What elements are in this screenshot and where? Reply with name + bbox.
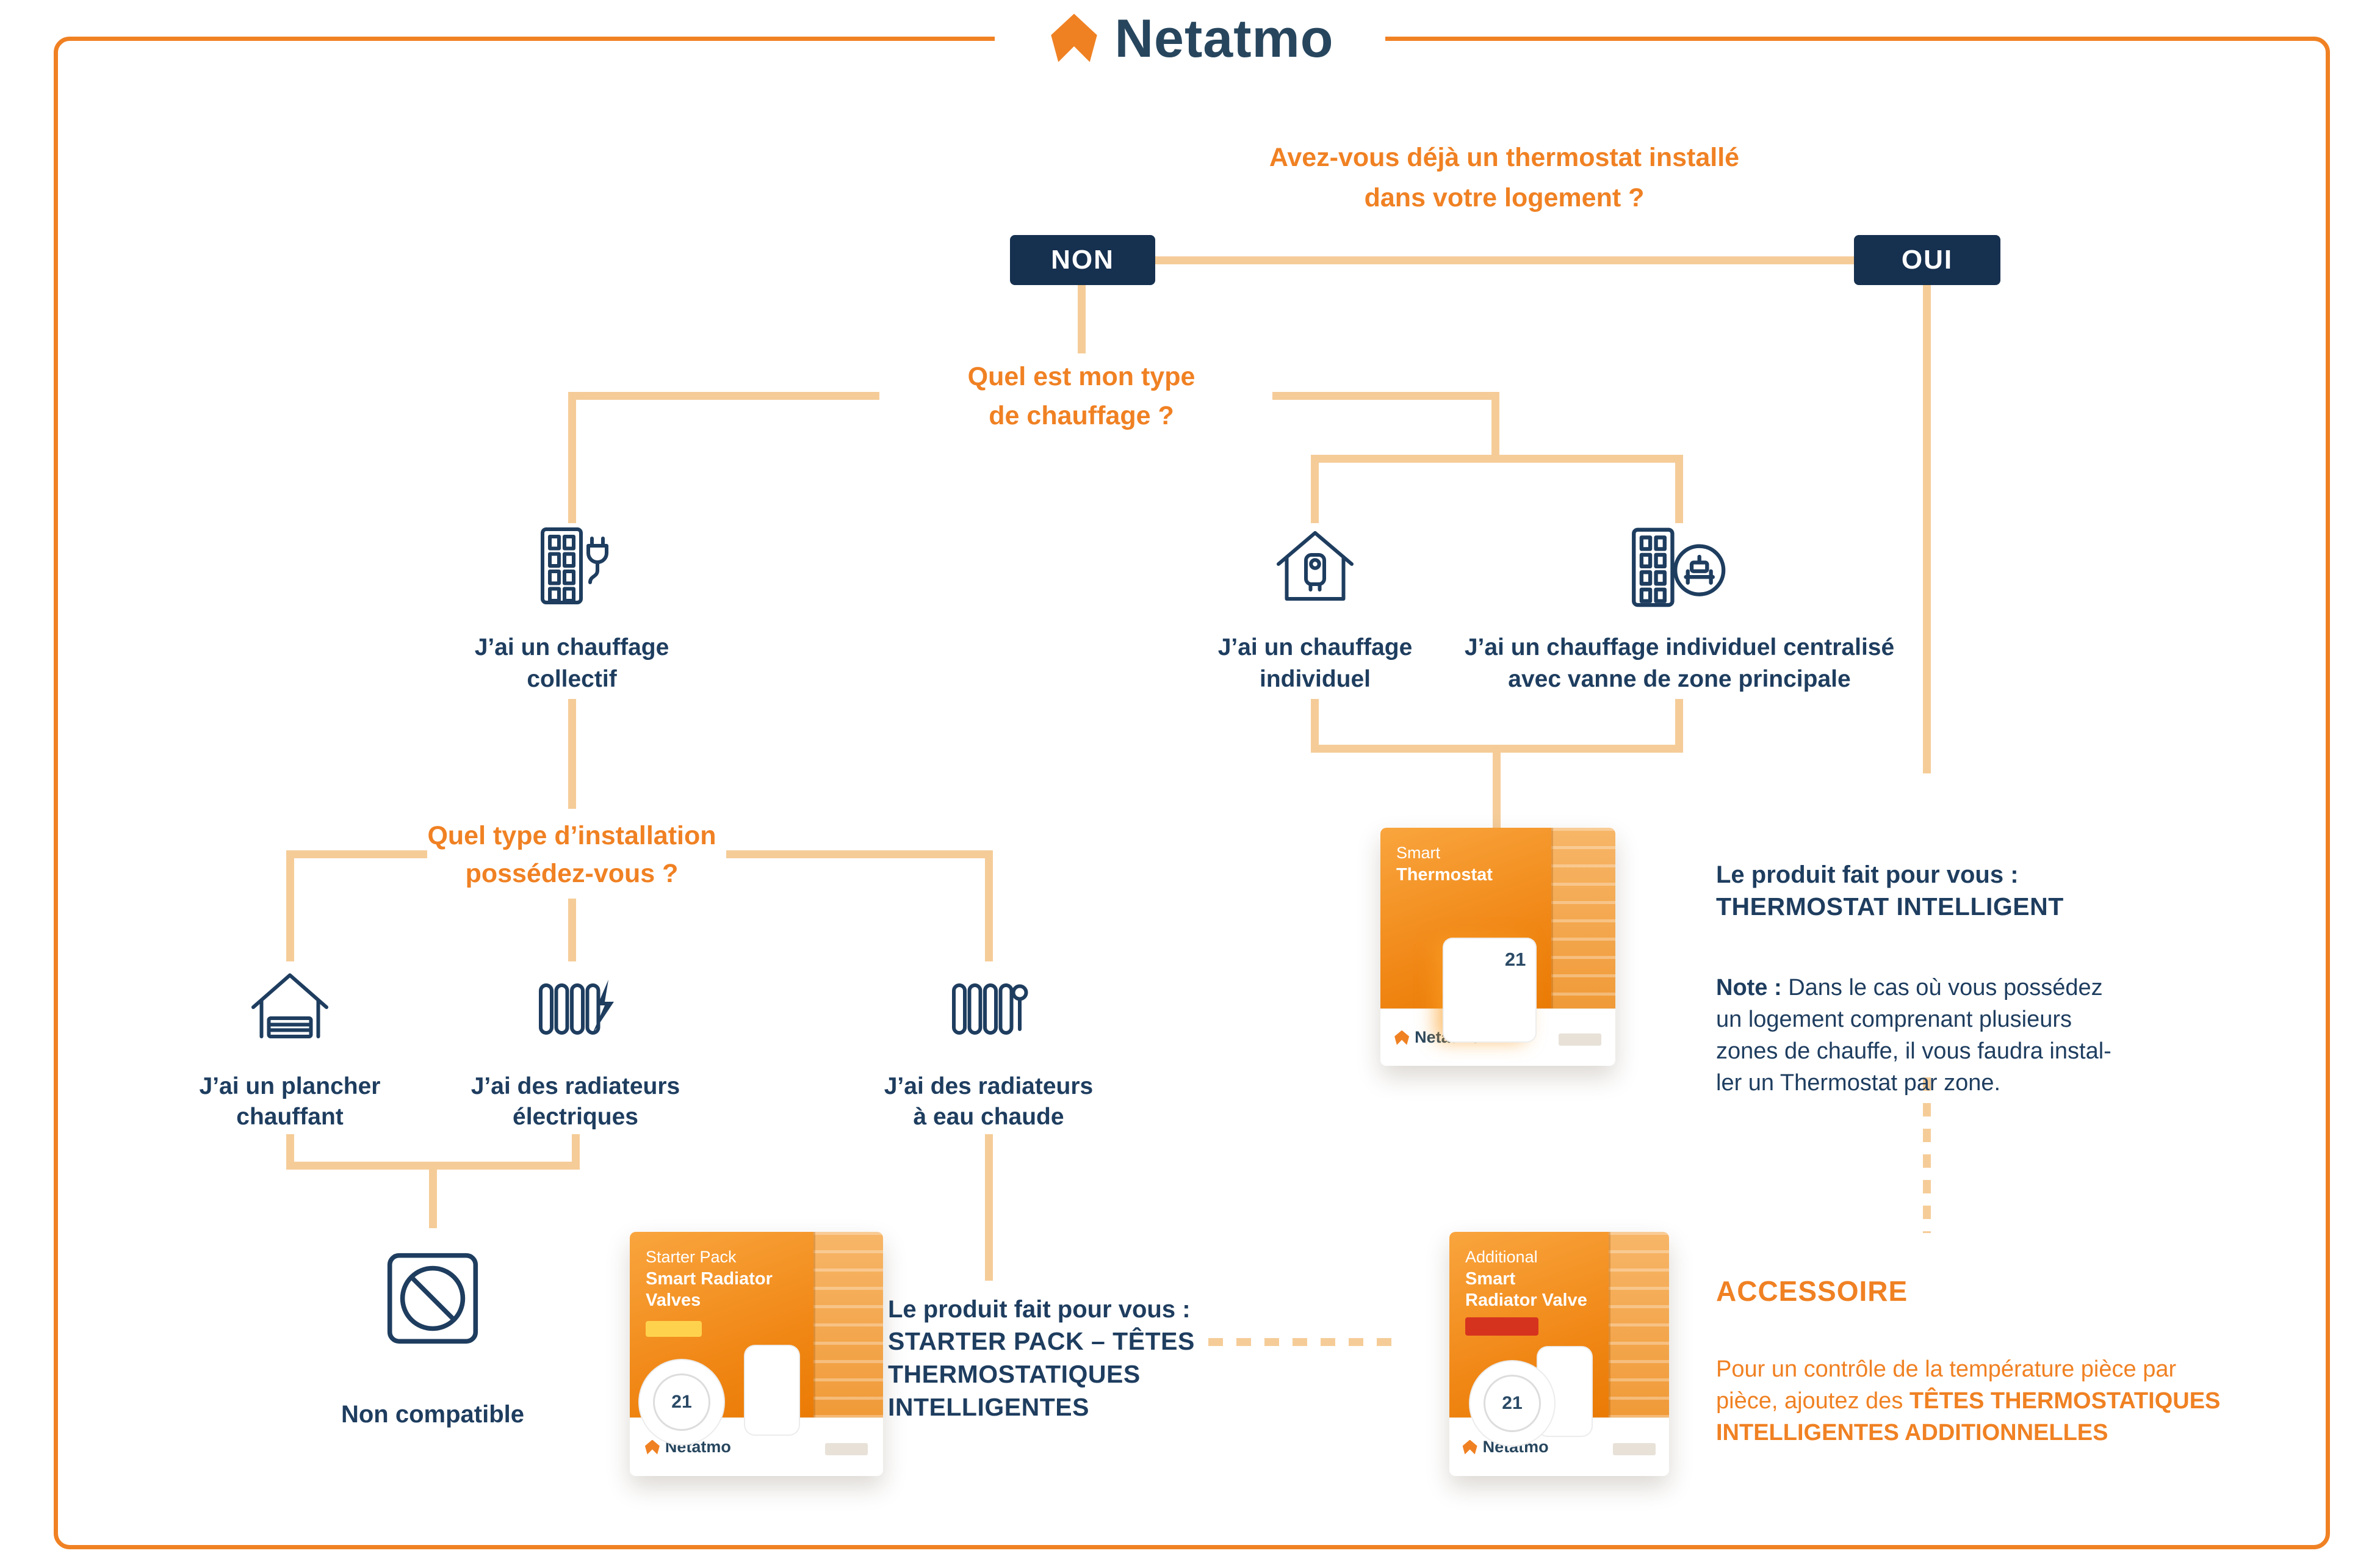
question-installation-type: Quel type d’installation possédez-vous ? xyxy=(427,821,716,888)
thermostat-product-image: 21 xyxy=(1444,938,1536,1041)
accessory-text-bold: TÊTES THERMOSTATIQUES INTELLIGENTES ADDI… xyxy=(1716,1388,2221,1446)
connector-individual-down-r xyxy=(1675,699,1683,753)
additional-box-red-label xyxy=(1465,1317,1538,1336)
option-electric-label: J’ai des radiateurs électriques xyxy=(471,1073,680,1130)
thermostat-result-intro: Le produit fait pour vous : xyxy=(1716,861,2019,888)
note-label: Note : xyxy=(1716,975,1782,1001)
option-collective-label: J’ai un chauffage collectif xyxy=(474,634,669,692)
question-thermostat-installed: Avez-vous déjà un thermostat installé da… xyxy=(1269,143,1740,212)
option-floor-label: J’ai un plancher chauffant xyxy=(199,1073,381,1130)
not-compatible-label: Non compatible xyxy=(341,1401,525,1428)
additional-box-side-panel xyxy=(1609,1232,1669,1417)
connector-thermostat-v xyxy=(1493,753,1501,829)
additional-box-title: Smart Radiator Valve xyxy=(1465,1269,1587,1310)
connector-notcompatible-v xyxy=(429,1170,437,1228)
not-compatible-icon xyxy=(375,1240,491,1356)
connector-install-mid-v xyxy=(568,899,576,961)
starter-valve-body-image xyxy=(745,1346,799,1435)
connector-install-left-v xyxy=(286,850,294,961)
connector-collective-down xyxy=(568,699,576,809)
thermostat-box-title: Thermostat xyxy=(1396,865,1493,885)
connector-install-left-h xyxy=(290,850,427,858)
starter-result-intro: Le produit fait pour vous : xyxy=(888,1296,1191,1323)
connector-individual-right-v xyxy=(1675,455,1683,523)
thermostat-result-product: THERMOSTAT INTELLIGENT xyxy=(1716,892,2064,921)
answer-yes-button[interactable]: OUI xyxy=(1854,235,2000,285)
connector-water-down xyxy=(985,1134,993,1281)
product-box-starter-pack: Starter Pack Smart Radiator Valves 21 Ne… xyxy=(630,1232,883,1476)
connector-individual-down-l xyxy=(1311,699,1319,753)
electric-radiator-icon xyxy=(530,963,621,1055)
option-water-label: J’ai des radiateurs à eau chaude xyxy=(884,1073,1094,1130)
note-body: Dans le cas où vous possédez un logement… xyxy=(1716,975,2111,1096)
option-individual-label: J’ai un chauffage individuel xyxy=(1217,634,1413,692)
connector-install-right-h xyxy=(726,850,993,858)
netatmo-house-icon xyxy=(1046,10,1102,67)
connector-heating-right-h xyxy=(1272,392,1499,400)
starter-box-partner-mark xyxy=(825,1442,868,1455)
floor-heating-icon xyxy=(244,963,336,1055)
additional-valve-display-value: 21 xyxy=(1484,1375,1541,1432)
connector-accessory-dotted-v xyxy=(1923,1077,1931,1233)
additional-box-front: Additional Smart Radiator Valve 21 xyxy=(1449,1232,1609,1446)
option-individual-central-label: J’ai un chauffage individuel centralisé … xyxy=(1464,634,1895,692)
accessory-text-normal: Pour un contrôle de la température pièce… xyxy=(1716,1356,2177,1414)
hot-water-radiator-icon xyxy=(943,963,1034,1055)
connector-oui-down xyxy=(1923,285,1931,773)
starter-valve-display-value: 21 xyxy=(653,1373,710,1431)
thermostat-box-partner-mark xyxy=(1558,1033,1601,1046)
starter-valve-face-image: 21 xyxy=(640,1360,724,1444)
additional-box-tagline: Additional xyxy=(1465,1248,1538,1266)
starter-result-text: Le produit fait pour vous : STARTER PACK… xyxy=(888,1294,1205,1424)
additional-box-partner-mark xyxy=(1613,1442,1656,1455)
connector-individual-split-h xyxy=(1311,455,1683,463)
individual-central-valve-icon xyxy=(1623,520,1736,617)
thermostat-box-front: Smart Thermostat 21 xyxy=(1380,828,1551,1041)
connector-individual-merge-h xyxy=(1311,745,1683,753)
question-heating-type: Quel est mon type de chauffage ? xyxy=(967,362,1195,430)
connector-accessory-dotted-h xyxy=(1208,1338,1401,1346)
starter-box-tagline: Starter Pack xyxy=(646,1248,737,1266)
connector-non-oui xyxy=(1153,256,1855,264)
connector-heating-right-v xyxy=(1491,392,1499,459)
connector-electric-down xyxy=(572,1134,580,1170)
thermostat-box-tagline: Smart xyxy=(1396,844,1441,862)
connector-non-down xyxy=(1078,285,1086,353)
connector-notcompatible-h xyxy=(286,1162,580,1170)
thermostat-box-side-panel xyxy=(1551,828,1615,1009)
product-box-smart-thermostat: Smart Thermostat 21 Netatmo xyxy=(1380,828,1615,1066)
connector-heating-left-h xyxy=(568,392,879,400)
thermostat-result-note: Note : Dans le cas où vous possédez un l… xyxy=(1716,940,2192,1099)
connector-individual-left-v xyxy=(1311,455,1319,523)
collective-heating-icon xyxy=(526,522,618,613)
starter-box-title: Smart Radiator Valves xyxy=(646,1269,773,1310)
additional-box-art: Additional Smart Radiator Valve 21 xyxy=(1449,1232,1669,1446)
individual-heating-icon xyxy=(1269,522,1361,613)
accessory-text: Pour un contrôle de la température pièce… xyxy=(1716,1322,2253,1449)
accessory-title: ACCESSOIRE xyxy=(1716,1275,1908,1307)
thermostat-box-art: Smart Thermostat 21 xyxy=(1380,828,1615,1041)
additional-valve-face-image: 21 xyxy=(1470,1361,1554,1446)
connector-install-right-v xyxy=(985,850,993,961)
starter-box-art: Starter Pack Smart Radiator Valves 21 xyxy=(630,1232,883,1444)
product-box-additional-valve: Additional Smart Radiator Valve 21 Netat… xyxy=(1449,1232,1669,1476)
starter-box-side-panel xyxy=(813,1232,883,1417)
answer-no-button[interactable]: NON xyxy=(1010,235,1155,285)
starter-box-yellow-label xyxy=(646,1320,702,1337)
starter-box-front: Starter Pack Smart Radiator Valves 21 xyxy=(630,1232,814,1444)
netatmo-wordmark: Netatmo xyxy=(1114,8,1334,68)
netatmo-logo: Netatmo xyxy=(995,5,1385,72)
thermostat-display-value: 21 xyxy=(1504,948,1526,970)
starter-result-product: STARTER PACK – TÊTES THERMOSTATIQUES INT… xyxy=(888,1327,1195,1421)
connector-heating-left-v xyxy=(568,392,576,523)
connector-floor-down xyxy=(286,1134,294,1170)
thermostat-result-text: Le produit fait pour vous : THERMOSTAT I… xyxy=(1716,859,2192,1099)
